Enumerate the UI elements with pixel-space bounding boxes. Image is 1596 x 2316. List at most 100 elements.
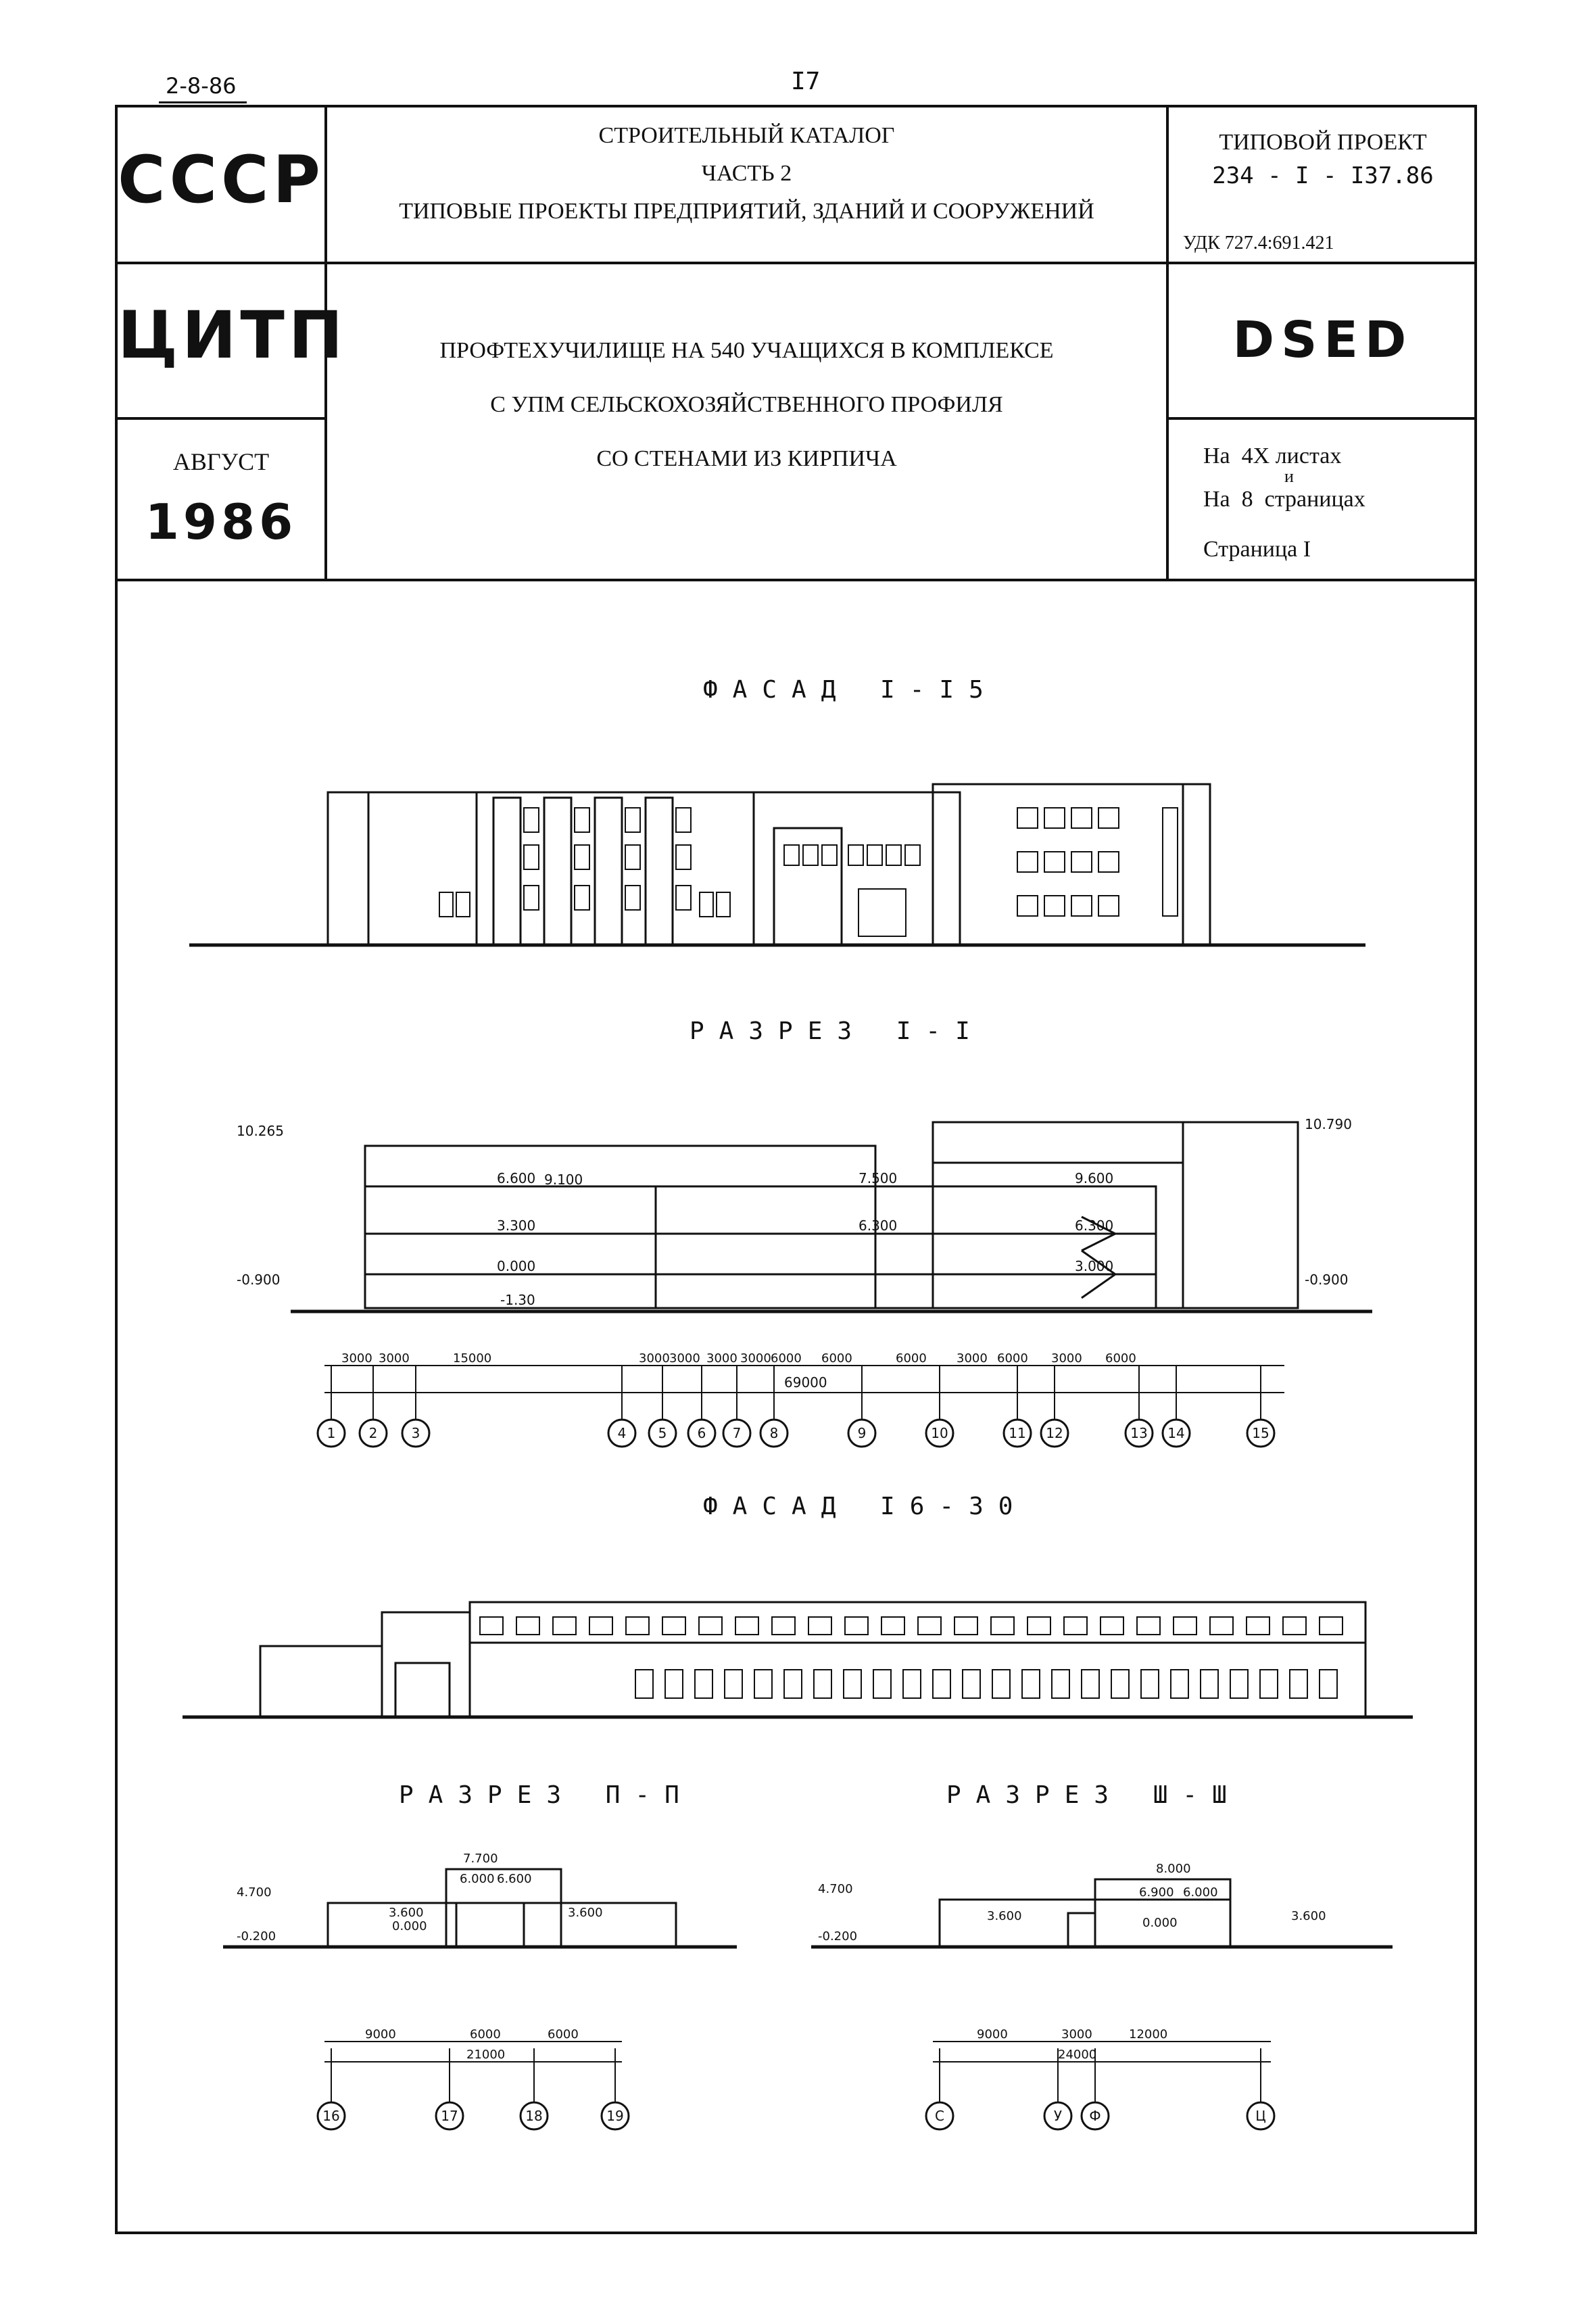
section-1-axis-label: 9 <box>858 1425 867 1441</box>
section-1-axis-label: 13 <box>1130 1425 1147 1441</box>
facade-2-upper-window <box>516 1616 540 1635</box>
section-1-level-label: -0.900 <box>1305 1272 1348 1288</box>
svg-text:12000: 12000 <box>1129 2027 1167 2042</box>
udk-code: УДК 727.4:691.421 <box>1183 233 1334 254</box>
section-3-levels: 4.700 -0.200 8.000 6.900 6.000 3.600 0.0… <box>818 1862 1326 1944</box>
section-1-axis-label: 1 <box>327 1425 336 1441</box>
title-row-divider <box>115 262 1477 264</box>
section-3-title: РАЗРЕЗ Ш-Ш <box>946 1781 1242 1809</box>
section-2-level-label: 4.700 <box>237 1885 272 1900</box>
section-3-axis-label: Ц <box>1255 2108 1266 2124</box>
facade-2-lower-window <box>873 1669 892 1699</box>
facade-1-drawing <box>189 783 1365 947</box>
section-2-drawing: 4.700 -0.200 7.700 6.000 6.600 3.600 0.0… <box>223 1852 737 2131</box>
section-2-axis-label: 19 <box>606 2108 623 2124</box>
svg-text:3000: 3000 <box>1061 2027 1092 2042</box>
facade-2-lower-window <box>664 1669 683 1699</box>
section-1-level-label: -0.900 <box>237 1272 280 1288</box>
section-1-dimension: 6000 <box>821 1351 852 1366</box>
facade-2-upper-window <box>917 1616 942 1635</box>
facade-2-lower-window <box>1081 1669 1100 1699</box>
section-1-dimension: 3000 <box>706 1351 737 1366</box>
section-1-axis-label: 10 <box>931 1425 948 1441</box>
section-1-level-label: 6.300 <box>1075 1217 1113 1234</box>
facade-2-upper-window <box>1319 1616 1343 1635</box>
facade-2-upper-window <box>552 1616 577 1635</box>
section-1-dimension: 15000 <box>453 1351 491 1366</box>
title-divider-left <box>324 105 327 581</box>
section-3-axis-label: С <box>935 2108 944 2124</box>
facade-2-lower-window <box>694 1669 713 1699</box>
facade-2-lower-window <box>724 1669 743 1699</box>
facade-2-upper-window <box>1136 1616 1161 1635</box>
section-1-drawing: 10.265 -0.900 6.600 9.100 3.300 0.000 -1… <box>237 1116 1372 1448</box>
section-1-dimension: 3000 <box>957 1351 988 1366</box>
page-number: I7 <box>791 68 821 95</box>
facade-2-upper-window <box>1100 1616 1124 1635</box>
section-1-level-label: -1.30 <box>500 1292 535 1308</box>
section-1-level-label: 10.790 <box>1305 1116 1352 1132</box>
facade-2-lower-window <box>1021 1669 1040 1699</box>
facade-2-upper-window <box>771 1616 796 1635</box>
facade-2-upper-window <box>735 1616 759 1635</box>
section-3-level-label: 6.900 <box>1139 1885 1174 1900</box>
facade-2-lower-window <box>1170 1669 1189 1699</box>
section-1-levels: 10.265 -0.900 6.600 9.100 3.300 0.000 -1… <box>237 1116 1352 1308</box>
facade-2-upper-window <box>1246 1616 1270 1635</box>
section-1-axis-label: 15 <box>1252 1425 1269 1441</box>
section-1-axis-label: 3 <box>412 1425 420 1441</box>
facade-2-upper-window <box>1027 1616 1051 1635</box>
drawing-frame <box>115 105 1477 2234</box>
facade-2-lower-window <box>754 1669 773 1699</box>
svg-text:21000: 21000 <box>466 2048 505 2062</box>
facade-2-lower-window <box>843 1669 862 1699</box>
section-1-title: РАЗРЕЗ I-I <box>690 1017 985 1045</box>
facade-2-lower-window <box>1319 1669 1338 1699</box>
facade-1-title: ФАСАД I-I5 <box>703 676 998 704</box>
svg-text:69000: 69000 <box>784 1374 827 1391</box>
section-3-drawing: 4.700 -0.200 8.000 6.900 6.000 3.600 0.0… <box>811 1862 1393 2131</box>
section-1-axis-label: 6 <box>698 1425 706 1441</box>
facade-2-lower-window <box>962 1669 981 1699</box>
date-year: 1986 <box>145 493 297 550</box>
section-1-axis-label: 2 <box>369 1425 378 1441</box>
facade-2-upper-window <box>1173 1616 1197 1635</box>
facade-2-lower-window <box>932 1669 951 1699</box>
section-2-level-label: 6.600 <box>497 1872 532 1886</box>
section-1-level-label: 7.500 <box>859 1170 897 1186</box>
section-1-level-label: 3.300 <box>497 1217 535 1234</box>
sheets-and: и <box>1284 466 1294 486</box>
sheets-line: На 4Х листах <box>1203 443 1342 468</box>
project-title-line-1: ПРОФТЕХУЧИЛИЩЕ НА 540 УЧАЩИХСЯ В КОМПЛЕК… <box>439 338 1054 363</box>
section-1-dimension: 6000 <box>997 1351 1028 1366</box>
facade-2-lower-window <box>1051 1669 1070 1699</box>
section-1-axis-label: 14 <box>1167 1425 1184 1441</box>
facade-2-lower-window <box>1111 1669 1130 1699</box>
facade-2-upper-window <box>990 1616 1015 1635</box>
facade-2-lower-window <box>783 1669 802 1699</box>
section-1-dimension: 3000 <box>379 1351 410 1366</box>
section-1-axis-label: 12 <box>1046 1425 1063 1441</box>
code-stamp: DSED <box>1232 311 1413 369</box>
section-1-dimension: 3000 <box>1051 1351 1082 1366</box>
facade-2-lower-window <box>902 1669 921 1699</box>
section-3-level-label: 3.600 <box>987 1909 1022 1923</box>
section-1-axis-label: 8 <box>770 1425 779 1441</box>
title-divider-right <box>1166 105 1169 581</box>
facade-2-upper-window <box>479 1616 504 1635</box>
section-1-level-label: 6.600 <box>497 1170 535 1186</box>
section-1-axis-label: 7 <box>733 1425 742 1441</box>
facade-2-lower-window <box>1200 1669 1219 1699</box>
section-1-level-label: 6.300 <box>859 1217 897 1234</box>
svg-text:9000: 9000 <box>365 2027 396 2042</box>
facade-2-upper-window <box>662 1616 686 1635</box>
section-1-dimension: 6000 <box>896 1351 927 1366</box>
project-title-line-2: С УПМ СЕЛЬСКОХОЗЯЙСТВЕННОГО ПРОФИЛЯ <box>490 392 1003 417</box>
section-1-axis-label: 4 <box>618 1425 627 1441</box>
page-line: Страница I <box>1203 537 1311 562</box>
section-1-level-label: 9.600 <box>1075 1170 1113 1186</box>
facade-2-upper-window <box>808 1616 832 1635</box>
